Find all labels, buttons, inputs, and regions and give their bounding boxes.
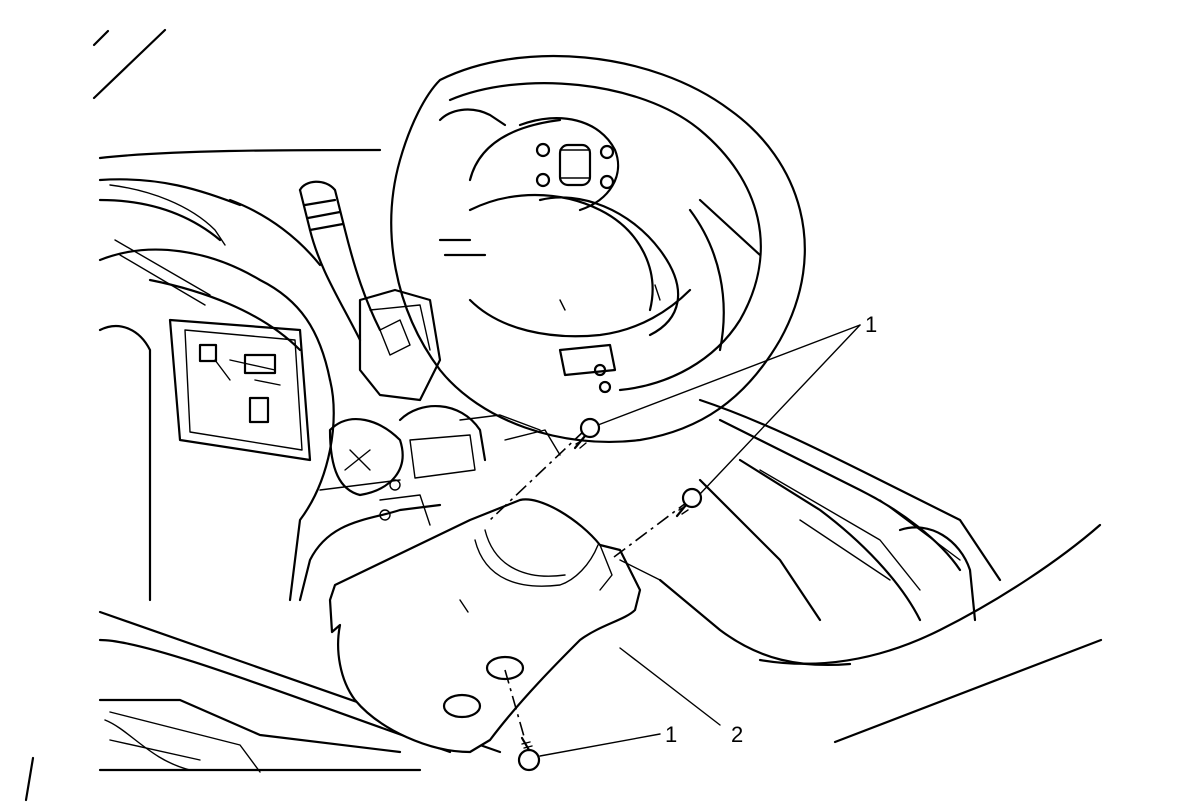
fastener-screw-right bbox=[675, 487, 703, 518]
fastener-screw-lower bbox=[517, 736, 541, 772]
instrument-panel bbox=[98, 148, 382, 602]
callout-label-lower-1: 1 bbox=[665, 722, 677, 747]
steering-wheel bbox=[390, 54, 806, 444]
callout-label-2: 2 bbox=[731, 722, 743, 747]
steering-column-cover bbox=[328, 498, 661, 754]
leader-lines bbox=[539, 324, 861, 757]
alignment-lines bbox=[489, 429, 691, 741]
right-door-panel bbox=[658, 398, 1103, 744]
turn-signal-stalk bbox=[298, 180, 382, 342]
frame-break-marks bbox=[24, 28, 167, 802]
fastener-screw-upper bbox=[573, 417, 601, 450]
callout-label-upper-1: 1 bbox=[865, 312, 877, 337]
